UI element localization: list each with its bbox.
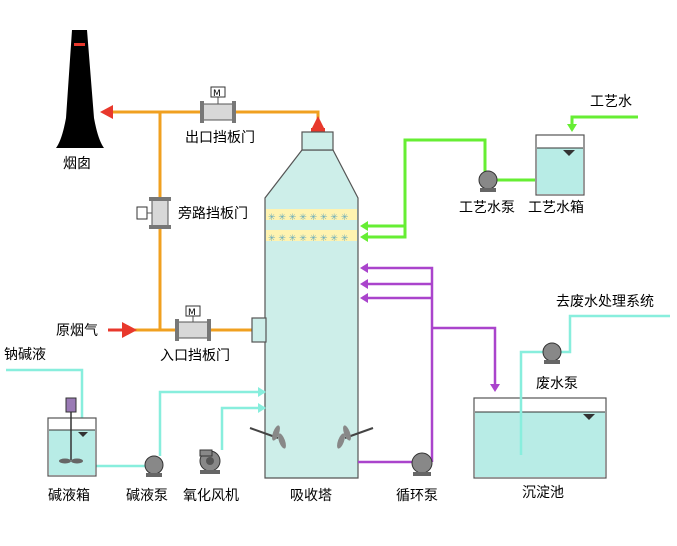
outlet-damper-motor-label: M: [213, 89, 221, 99]
bypass-damper-motor: [136, 206, 148, 220]
tower-agitator-right: [337, 425, 374, 449]
process-water-pump: 工艺水泵: [459, 170, 515, 216]
bypass-damper-label: 旁路挡板门: [178, 205, 248, 222]
alkali-pump-label: 碱液泵: [126, 488, 168, 504]
circ-arrow-4: [490, 384, 500, 392]
alkali-pump-to-tower: [158, 390, 265, 456]
wastewater-line: [519, 350, 548, 455]
process-water-pump-label: 工艺水泵: [459, 200, 515, 216]
alkali-arrow: [258, 387, 266, 397]
inlet-damper-label: 入口挡板门: [160, 348, 230, 364]
water-arrow-upper: [360, 221, 368, 231]
tower-outlet-stub: [311, 128, 325, 132]
oxidation-fan-label: 氧化风机: [183, 488, 239, 504]
tower-label: 吸收塔: [290, 488, 332, 504]
air-arrow: [258, 403, 266, 413]
process-water-down-arrow: [567, 124, 577, 132]
sodium-alkali-line: [6, 368, 84, 418]
circulation-lines: [358, 266, 497, 464]
outlet-damper: M 出口挡板门: [185, 86, 255, 146]
tower-inlet-flange: [251, 317, 267, 343]
circ-arrow-3: [360, 293, 368, 303]
inlet-damper: M 入口挡板门: [160, 305, 230, 364]
circ-arrow-2: [360, 279, 368, 289]
absorption-tower: ✳ ✳ ✳ ✳ ✳ ✳ ✳ ✳ ✳ ✳ ✳ ✳ ✳ ✳ ✳ ✳ 吸收塔: [249, 131, 374, 504]
wastewater-pump: 废水泵: [536, 342, 578, 392]
chimney-label: 烟囱: [63, 156, 91, 172]
outlet-damper-motor: [210, 86, 226, 98]
alkali-tank: 碱液箱: [47, 397, 97, 504]
sodium-alkali-label: 钠碱液: [4, 347, 46, 363]
circ-arrow-1: [360, 263, 368, 273]
wastewater-pump-label: 废水泵: [536, 376, 578, 392]
process-water-label: 工艺水: [590, 94, 632, 110]
process-water-pump-line: [366, 138, 535, 239]
process-water-tank-label: 工艺水箱: [528, 200, 584, 216]
spray-nozzles-lower: ✳ ✳ ✳ ✳ ✳ ✳ ✳ ✳: [268, 234, 349, 244]
alkali-tank-liquid: [49, 430, 95, 475]
outlet-damper-label: 出口挡板门: [185, 130, 255, 146]
alkali-pump: 碱液泵: [126, 455, 168, 504]
bypass-damper: 旁路挡板门: [136, 197, 248, 229]
inlet-damper-motor: [185, 305, 201, 317]
alkali-mixer-motor: [65, 397, 77, 413]
spray-nozzles-upper: ✳ ✳ ✳ ✳ ✳ ✳ ✳ ✳: [268, 213, 349, 223]
alkali-lines: [6, 368, 265, 468]
wastewater-lines: [519, 314, 670, 455]
circulation-to-sediment: [432, 326, 497, 385]
sedimentation-tank-label: 沉淀池: [522, 485, 564, 501]
wastewater-out-line: [558, 314, 670, 354]
arrow-to-chimney: [100, 105, 113, 119]
arrow-out-of-tower: [311, 116, 325, 130]
sedimentation-water: [475, 412, 605, 477]
chimney: 烟囱: [56, 30, 104, 172]
process-water-lines: [366, 115, 638, 239]
tower-agitator-left: [249, 425, 286, 449]
alkali-tank-label: 碱液箱: [48, 488, 90, 504]
oxidation-air-to-tower: [220, 406, 265, 450]
tower-top-neck: [301, 131, 334, 151]
arrow-raw-gas: [122, 322, 137, 338]
to-wastewater-treatment-label: 去废水处理系统: [556, 294, 654, 310]
circulation-pump: 循环泵: [396, 452, 438, 504]
chimney-red-band: [74, 43, 85, 46]
raw-flue-gas-label: 原烟气: [56, 323, 98, 339]
packing-layer-upper: [266, 209, 357, 220]
chimney-body: [56, 30, 104, 148]
water-arrow-lower: [360, 232, 368, 242]
process-water-tank: 工艺水箱: [528, 134, 585, 216]
circulation-riser: [366, 266, 434, 462]
sedimentation-tank: 沉淀池: [473, 397, 607, 501]
process-water-tank-water: [537, 148, 583, 194]
circulation-pump-label: 循环泵: [396, 488, 438, 504]
oxidation-fan: 氧化风机: [183, 449, 239, 504]
packing-layer-lower: [266, 230, 357, 241]
inlet-damper-motor-label: M: [188, 308, 196, 318]
process-water-inlet-line: [570, 115, 638, 130]
